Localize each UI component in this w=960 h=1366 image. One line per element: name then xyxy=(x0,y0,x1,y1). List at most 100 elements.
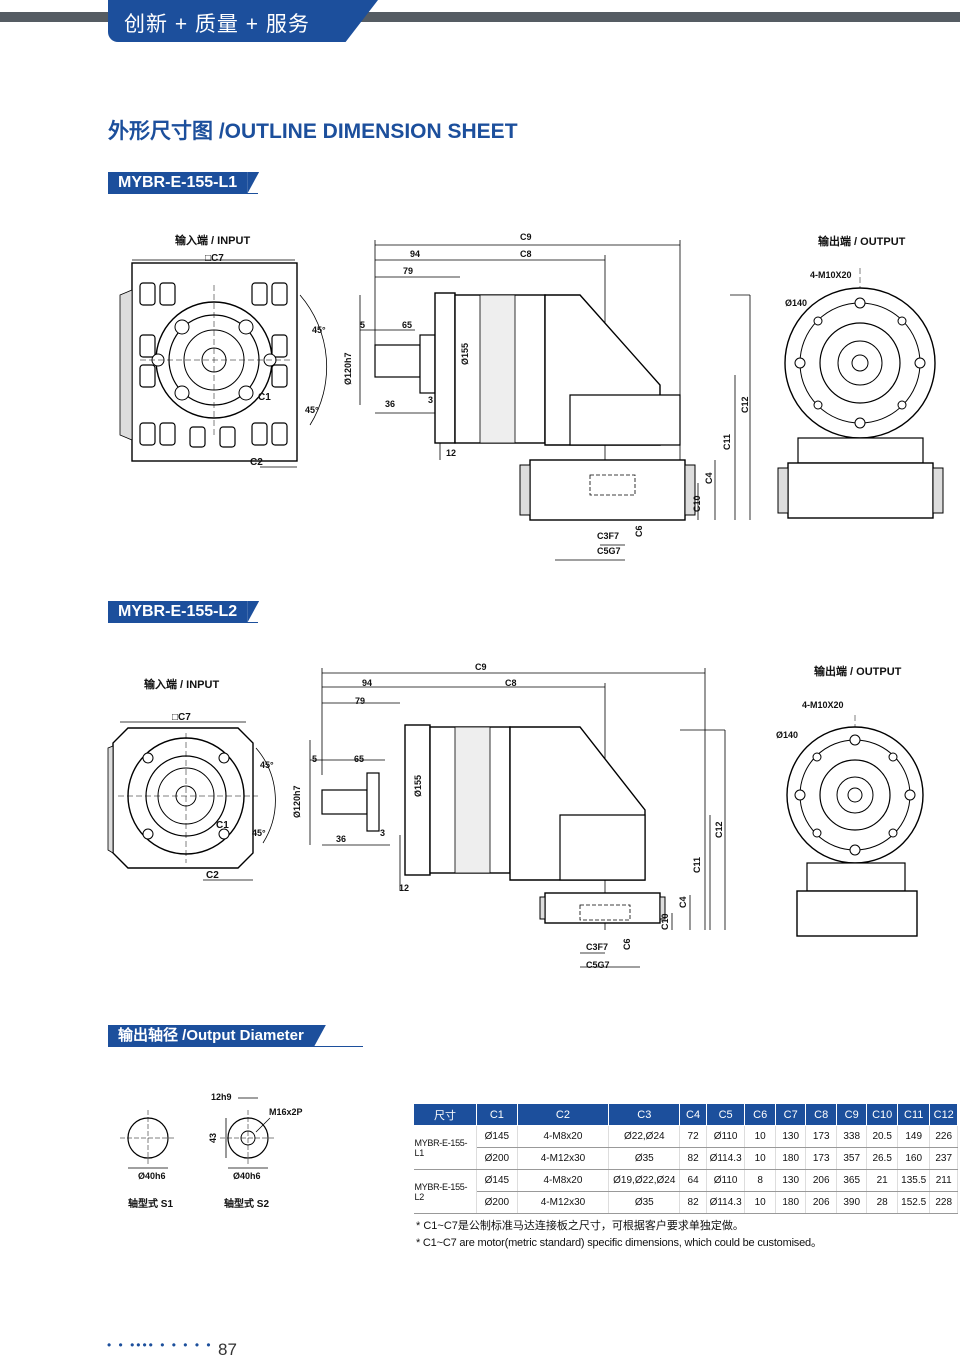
table-cell: 26.5 xyxy=(866,1147,898,1170)
table-cell: 64 xyxy=(679,1169,707,1192)
dim-d140-l2: Ø140 xyxy=(776,730,799,740)
dim-94-l1: 94 xyxy=(410,249,421,259)
table-cell: 4-M8x20 xyxy=(517,1125,610,1148)
dim-94-l2: 94 xyxy=(362,678,373,688)
dim-d120-l1: Ø120h7 xyxy=(343,352,353,385)
dim-c2-l2: C2 xyxy=(206,870,219,881)
table-cell: 211 xyxy=(929,1169,958,1192)
table-header-cell: C8 xyxy=(805,1103,837,1126)
output-view-drawing-l1 xyxy=(777,268,944,519)
input-label-l1: 输入端 / INPUT xyxy=(175,235,251,247)
table-cell: 206 xyxy=(805,1191,837,1214)
dim-c4-l1: C4 xyxy=(704,472,714,484)
table-header-cell: C11 xyxy=(896,1103,931,1126)
table-cell: Ø35 xyxy=(608,1147,681,1170)
dim-d120-l2: Ø120h7 xyxy=(292,785,302,818)
table-header-cell: C10 xyxy=(866,1103,898,1126)
dim-45b-l2: 45° xyxy=(252,828,266,838)
dim-d155-l1: Ø155 xyxy=(460,342,470,365)
dim-c5-l1: C5G7 xyxy=(597,546,621,556)
table-model-cell: MYBR-E-155-L2 xyxy=(413,1169,478,1214)
model-tag-l1: MYBR-E-155-L1 xyxy=(108,172,260,194)
output-diameter-tag: 输出轴径 /Output Diameter xyxy=(108,1025,326,1047)
table-cell: 180 xyxy=(775,1191,807,1214)
input-view-drawing-l1 xyxy=(119,259,328,468)
table-cell: 4-M12x30 xyxy=(517,1147,610,1170)
dim-c10-l1: C10 xyxy=(692,495,702,512)
dim-65-l1: 65 xyxy=(402,320,413,330)
table-header-cell: C6 xyxy=(744,1103,776,1126)
s1-diameter: Ø40h6 xyxy=(138,1171,166,1181)
table-cell: 390 xyxy=(836,1191,868,1214)
output-label-l2: 输出端 / OUTPUT xyxy=(814,666,902,678)
dim-12-l2: 12 xyxy=(399,883,410,893)
output-diameter-title: 输出轴径 /Output Diameter xyxy=(118,1027,304,1044)
model-tag-underline xyxy=(108,622,258,623)
dim-c10-l2: C10 xyxy=(660,913,670,930)
table-header-cell: C1 xyxy=(476,1103,518,1126)
header-tab xyxy=(108,0,378,42)
s2-key-width: 12h9 xyxy=(211,1092,232,1102)
dim-79-l2: 79 xyxy=(355,696,366,706)
dim-c3-l2: C3F7 xyxy=(586,942,609,952)
table-cell: Ø114.3 xyxy=(706,1147,746,1170)
table-cell: 82 xyxy=(679,1191,707,1214)
table-cell: 180 xyxy=(775,1147,807,1170)
s2-height: 43 xyxy=(208,1132,218,1143)
page-number: 87 xyxy=(218,1340,237,1359)
table-cell: 160 xyxy=(897,1147,931,1170)
dim-m10-l1: 4-M10X20 xyxy=(810,270,852,280)
model-tag-label: MYBR-E-155-L2 xyxy=(118,603,238,620)
dim-45b-l1: 45° xyxy=(305,405,319,415)
input-view-drawing-l2 xyxy=(107,721,276,881)
dim-c5-l2: C5G7 xyxy=(586,960,610,970)
table-header-cell: C7 xyxy=(774,1103,807,1126)
dim-c4-l2: C4 xyxy=(678,896,688,908)
side-view-drawing-l1 xyxy=(359,240,751,561)
dim-5-l1: 5 xyxy=(360,320,366,330)
model-tag-l2: MYBR-E-155-L2 xyxy=(108,601,260,623)
table-cell: Ø200 xyxy=(476,1147,518,1170)
table-cell: 135.5 xyxy=(897,1169,931,1192)
s2-label: 轴型式 S2 xyxy=(224,1199,270,1210)
note-cn: * C1~C7是公制标准马达连接板之尺寸，可根据客户要求单独定做。 xyxy=(416,1220,744,1232)
dim-c8-l2: C8 xyxy=(505,678,517,688)
table-cell: 28 xyxy=(866,1191,898,1214)
table-cell: Ø19,Ø22,Ø24 xyxy=(608,1169,681,1192)
spec-table: 尺寸 C1 C2 C3 C4 C5 C6 C7 C8 C9 C10 C11 C1… xyxy=(412,1103,958,1214)
table-cell: 365 xyxy=(836,1169,868,1192)
footer-dots: • • •••• • • • • • xyxy=(107,1338,213,1352)
table-cell: Ø110 xyxy=(706,1125,746,1148)
table-cell: Ø145 xyxy=(476,1125,518,1148)
table-cell: 173 xyxy=(805,1147,837,1170)
model-tag-label: MYBR-E-155-L1 xyxy=(118,174,238,191)
dim-36-l2: 36 xyxy=(336,834,347,844)
table-cell: 173 xyxy=(805,1125,837,1148)
s1-label: 轴型式 S1 xyxy=(128,1199,174,1210)
dim-c1-l2: C1 xyxy=(216,820,229,831)
table-cell: 10 xyxy=(744,1125,776,1148)
dim-d155-l2: Ø155 xyxy=(413,774,423,797)
table-model-cell: MYBR-E-155-L1 xyxy=(413,1125,478,1170)
table-cell: Ø110 xyxy=(706,1169,746,1192)
header-bar xyxy=(0,12,960,22)
s2-thread: M16x2P xyxy=(269,1107,303,1117)
table-cell: 130 xyxy=(775,1125,807,1148)
dim-c9-l1: C9 xyxy=(520,232,532,242)
dim-d140-l1: Ø140 xyxy=(785,298,808,308)
dim-c1-l1: C1 xyxy=(258,392,271,403)
table-header-row: 尺寸 C1 C2 C3 C4 C5 C6 C7 C8 C9 C10 C11 C1… xyxy=(412,1103,958,1126)
dim-c7-l2: □C7 xyxy=(172,712,191,723)
output-view-drawing-l2 xyxy=(786,715,924,937)
table-header-cell: C3 xyxy=(608,1103,681,1126)
table-cell: 8 xyxy=(744,1169,776,1192)
table-header-cell: C5 xyxy=(705,1103,746,1126)
table-header-cell: C2 xyxy=(516,1103,610,1126)
table-cell: 130 xyxy=(775,1169,807,1192)
dim-c7-l1: □C7 xyxy=(205,253,224,264)
table-cell: 149 xyxy=(897,1125,931,1148)
table-cell: 152.5 xyxy=(897,1191,931,1214)
dim-65-l2: 65 xyxy=(354,754,365,764)
